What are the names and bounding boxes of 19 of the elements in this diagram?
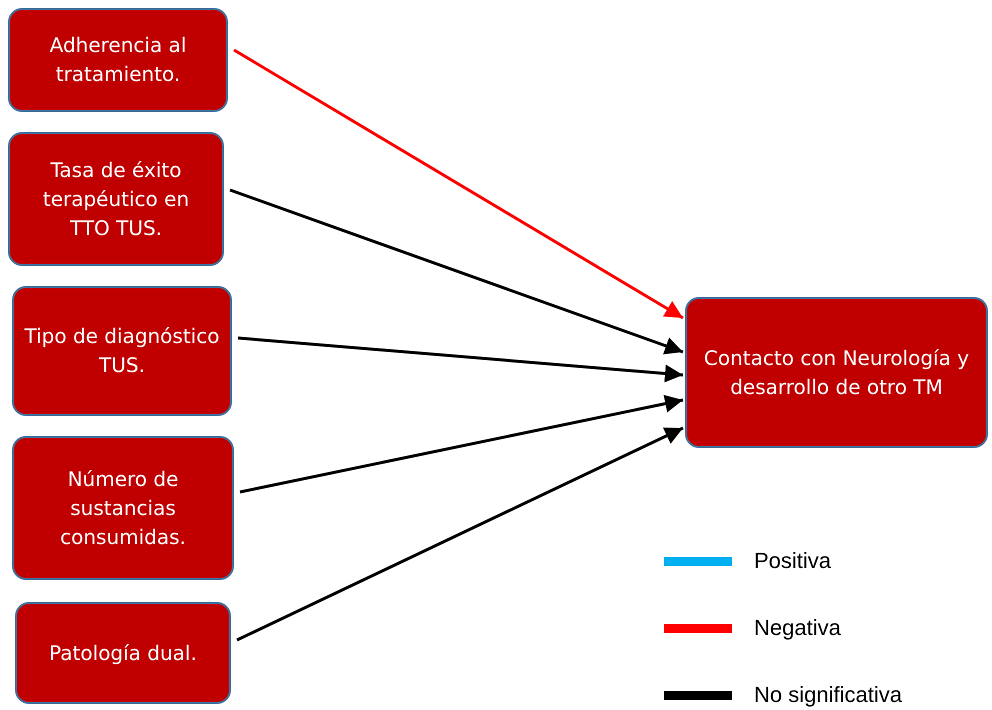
factor-box xyxy=(12,286,232,416)
arrow xyxy=(238,336,684,382)
factor-box xyxy=(12,436,234,580)
factor-box xyxy=(15,602,231,704)
box-label: Número de sustancias consumidas. xyxy=(59,466,187,550)
box-label: Contacto con Neurología y desarrollo de otro TM xyxy=(702,344,970,400)
box-label: Adherencia al tratamiento. xyxy=(48,32,188,88)
legend-label: Positiva xyxy=(754,548,832,574)
factor-box xyxy=(8,132,224,266)
factor-box xyxy=(8,8,228,112)
box-label: Tasa de éxito terapéutico en TTO TUS. xyxy=(42,156,190,242)
arrow xyxy=(230,188,684,354)
arrow xyxy=(240,394,684,494)
arrow xyxy=(233,48,684,320)
factor-box xyxy=(685,297,988,448)
legend-label: No significativa xyxy=(754,682,902,708)
box-label: Tipo de diagnóstico TUS. xyxy=(24,323,220,379)
box-label: Patología dual. xyxy=(49,640,197,666)
legend-label: Negativa xyxy=(754,615,841,641)
